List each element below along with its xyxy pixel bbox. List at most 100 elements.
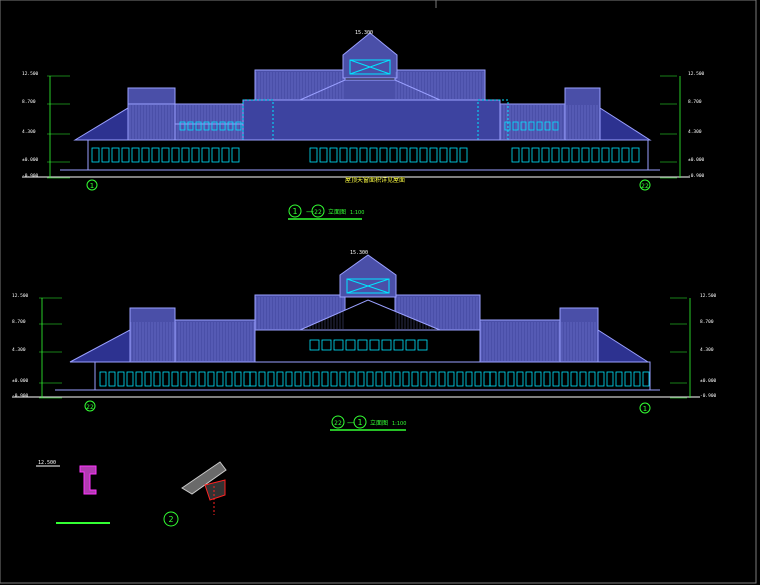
- window: [171, 147, 180, 163]
- window: [357, 339, 368, 351]
- window: [552, 121, 559, 131]
- cupola: [339, 254, 397, 298]
- glass-panel: [477, 99, 509, 171]
- window: [189, 371, 197, 387]
- window: [348, 371, 356, 387]
- window: [171, 371, 179, 387]
- ground-floor-wall: [94, 361, 651, 391]
- window: [285, 371, 293, 387]
- window: [511, 147, 520, 163]
- right-wing-roof: [599, 107, 652, 141]
- level-label: 12.500: [688, 71, 705, 77]
- cornice-detail: [79, 465, 97, 495]
- title-dash: —: [306, 207, 314, 216]
- window: [528, 121, 535, 131]
- axis-marker-right: [639, 402, 651, 414]
- window: [375, 371, 383, 387]
- level-label: 8.700: [12, 319, 26, 325]
- level-label: ±0.000: [688, 157, 705, 163]
- window: [411, 371, 419, 387]
- window: [144, 371, 152, 387]
- roof-stripes: [130, 297, 596, 361]
- window: [551, 147, 560, 163]
- window: [588, 371, 596, 387]
- cupola: [342, 32, 398, 79]
- window: [447, 371, 455, 387]
- axis-marker-left: [84, 400, 96, 412]
- axis-marker-left: [86, 179, 98, 191]
- window: [543, 371, 551, 387]
- window: [536, 121, 543, 131]
- level-label: 4.300: [688, 129, 702, 135]
- roof-block: [564, 87, 601, 141]
- title-scale: 1:100: [392, 421, 406, 427]
- axis-label-right: 22: [641, 183, 649, 190]
- window: [601, 147, 610, 163]
- window: [249, 371, 257, 387]
- roof-block: [129, 307, 176, 363]
- ground-floor-wall: [87, 139, 649, 171]
- window: [126, 371, 134, 387]
- window: [512, 121, 519, 131]
- window: [359, 147, 368, 163]
- glass-panel: [242, 99, 274, 171]
- window: [153, 371, 161, 387]
- window: [381, 339, 392, 351]
- window: [357, 371, 365, 387]
- right-wing-roof: [597, 329, 650, 363]
- window: [419, 147, 428, 163]
- title-axis-left-marker: [288, 204, 302, 218]
- window: [465, 371, 473, 387]
- window: [534, 371, 542, 387]
- window: [333, 339, 344, 351]
- window: [162, 371, 170, 387]
- window: [101, 147, 110, 163]
- level-label: -0.900: [700, 393, 717, 399]
- roof-block: [174, 103, 244, 125]
- window: [234, 371, 242, 387]
- level-label: -0.900: [12, 393, 29, 399]
- window: [449, 147, 458, 163]
- window: [321, 339, 332, 351]
- window: [624, 371, 632, 387]
- window: [393, 339, 404, 351]
- roof-block: [127, 87, 176, 105]
- cupola-window: [346, 278, 390, 294]
- window: [409, 147, 418, 163]
- window: [227, 121, 234, 131]
- window: [258, 371, 266, 387]
- title-axis-right: 22: [314, 209, 322, 216]
- window: [267, 371, 275, 387]
- window: [345, 339, 356, 351]
- title-axis-right-marker: [353, 415, 367, 429]
- window: [195, 121, 202, 131]
- level-label: -0.900: [688, 173, 705, 179]
- window: [615, 371, 623, 387]
- axis-marker-right: [639, 179, 651, 191]
- axis-label-left: 22: [86, 404, 94, 411]
- window: [597, 371, 605, 387]
- window: [393, 371, 401, 387]
- level-label: 4.300: [12, 347, 26, 353]
- title-text: 立面图: [328, 208, 346, 216]
- window: [99, 371, 107, 387]
- window: [531, 147, 540, 163]
- window: [135, 371, 143, 387]
- window: [606, 371, 614, 387]
- window: [231, 147, 240, 163]
- detail-level: 12.500: [38, 460, 56, 466]
- window: [303, 371, 311, 387]
- window: [438, 371, 446, 387]
- window: [389, 147, 398, 163]
- cupola-window: [346, 278, 390, 294]
- window: [180, 371, 188, 387]
- window: [321, 371, 329, 387]
- window: [111, 147, 120, 163]
- axis-label-right: 1: [643, 405, 647, 413]
- window: [198, 371, 206, 387]
- left-wing-roof: [73, 107, 129, 141]
- level-label: 12.500: [12, 293, 29, 299]
- window: [294, 371, 302, 387]
